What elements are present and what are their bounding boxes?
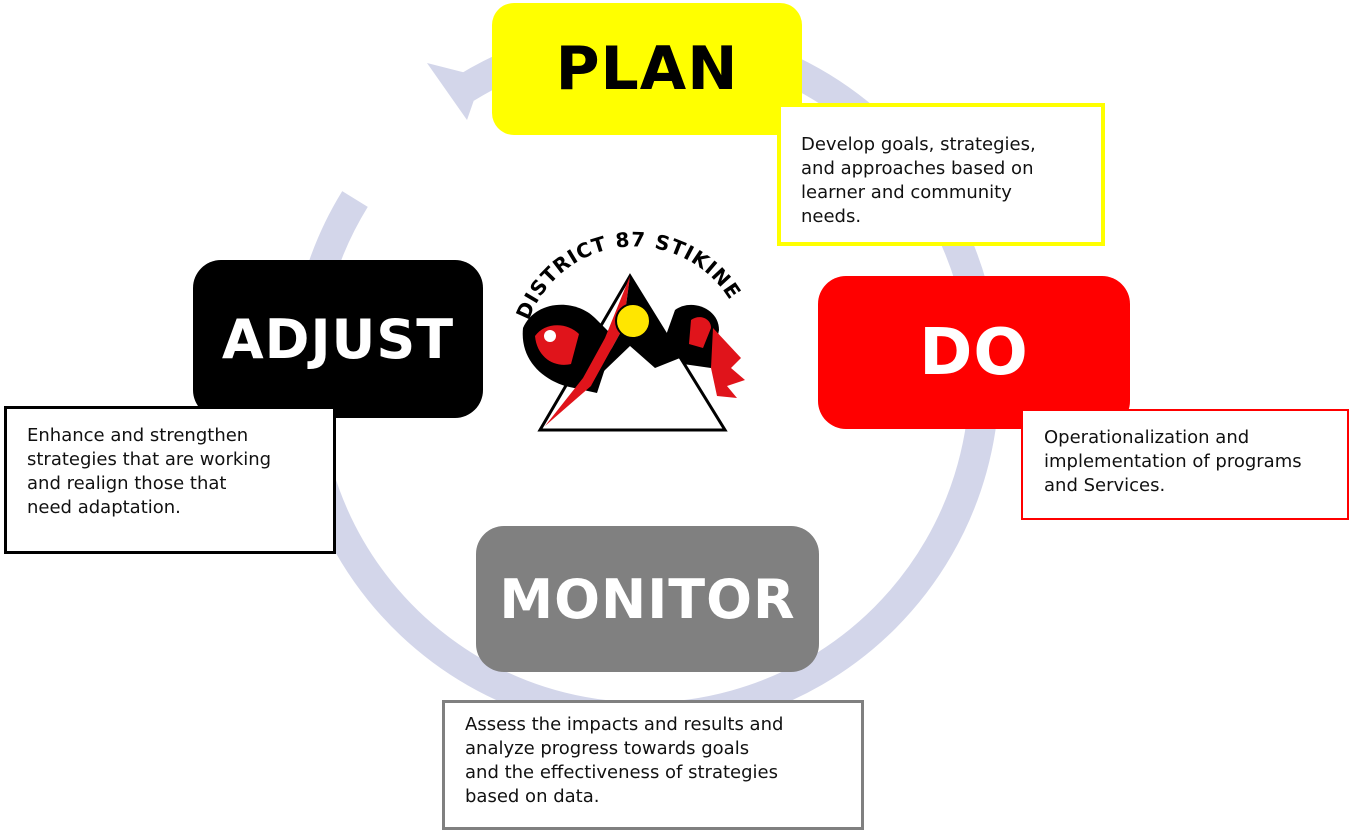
do-stage: DO	[818, 276, 1130, 429]
monitor-description-line: analyze progress towards goals	[465, 738, 750, 759]
plan-stage: PLAN	[492, 3, 802, 135]
monitor-label: MONITOR	[499, 567, 796, 631]
do-description-line: and Services.	[1044, 475, 1166, 496]
plan-label: PLAN	[555, 34, 739, 104]
monitor-stage: MONITOR	[476, 526, 819, 672]
do-label: DO	[919, 315, 1029, 390]
adjust-description-line: need adaptation.	[27, 497, 181, 518]
monitor-description-line: and the effectiveness of strategies	[465, 762, 778, 783]
cycle-arrow-head	[427, 63, 482, 120]
plan-description-box: Develop goals, strategies, and approache…	[777, 103, 1105, 246]
plan-description-line: Develop goals, strategies,	[801, 134, 1036, 155]
adjust-label: ADJUST	[221, 307, 455, 371]
district-logo-graphic: DISTRICT 87 STIKINE	[511, 227, 745, 432]
district-logo: DISTRICT 87 STIKINE	[505, 218, 755, 458]
plan-description-line: needs.	[801, 206, 862, 227]
monitor-description-line: Assess the impacts and results and	[465, 714, 784, 735]
plan-description-line: learner and community	[801, 182, 1012, 203]
plan-description-line: and approaches based on	[801, 158, 1034, 179]
do-description-line: implementation of programs	[1044, 451, 1302, 472]
do-description-box: Operationalization and implementation of…	[1021, 409, 1349, 520]
adjust-description-line: and realign those that	[27, 473, 227, 494]
do-description-line: Operationalization and	[1044, 427, 1250, 448]
monitor-description-box: Assess the impacts and results and analy…	[442, 700, 864, 830]
adjust-stage: ADJUST	[193, 260, 483, 418]
adjust-description-line: Enhance and strengthen	[27, 425, 249, 446]
monitor-description-line: based on data.	[465, 786, 600, 807]
adjust-description-line: strategies that are working	[27, 449, 272, 470]
adjust-description-box: Enhance and strengthen strategies that a…	[4, 406, 336, 554]
